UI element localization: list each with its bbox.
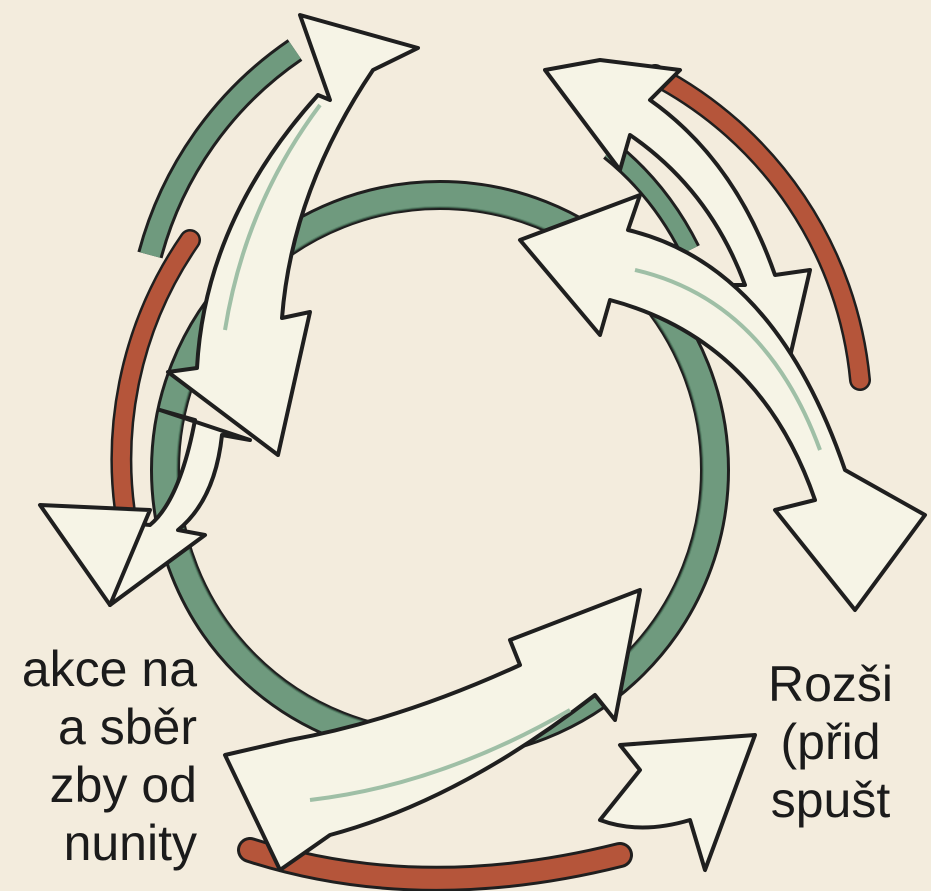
arrow-bottom xyxy=(223,588,642,872)
outer-red-ring xyxy=(110,64,871,891)
arrow-left xyxy=(38,408,252,607)
left-label-line: a sběr xyxy=(58,699,197,755)
arrow-top-left xyxy=(166,13,420,457)
right-label-line: (přid xyxy=(780,714,881,770)
left-step-label: akce na a sběr zby od nunity xyxy=(22,640,197,872)
left-label-line: akce na xyxy=(21,641,197,697)
right-label-line: Rozši xyxy=(768,656,894,712)
arrow-right xyxy=(518,193,927,612)
right-label-line: spušt xyxy=(770,772,891,828)
left-label-line: nunity xyxy=(63,815,197,871)
arrow-bottom-right xyxy=(598,733,757,872)
right-step-label: Rozši (přid spušt xyxy=(768,655,893,829)
left-label-line: zby od xyxy=(49,757,197,813)
